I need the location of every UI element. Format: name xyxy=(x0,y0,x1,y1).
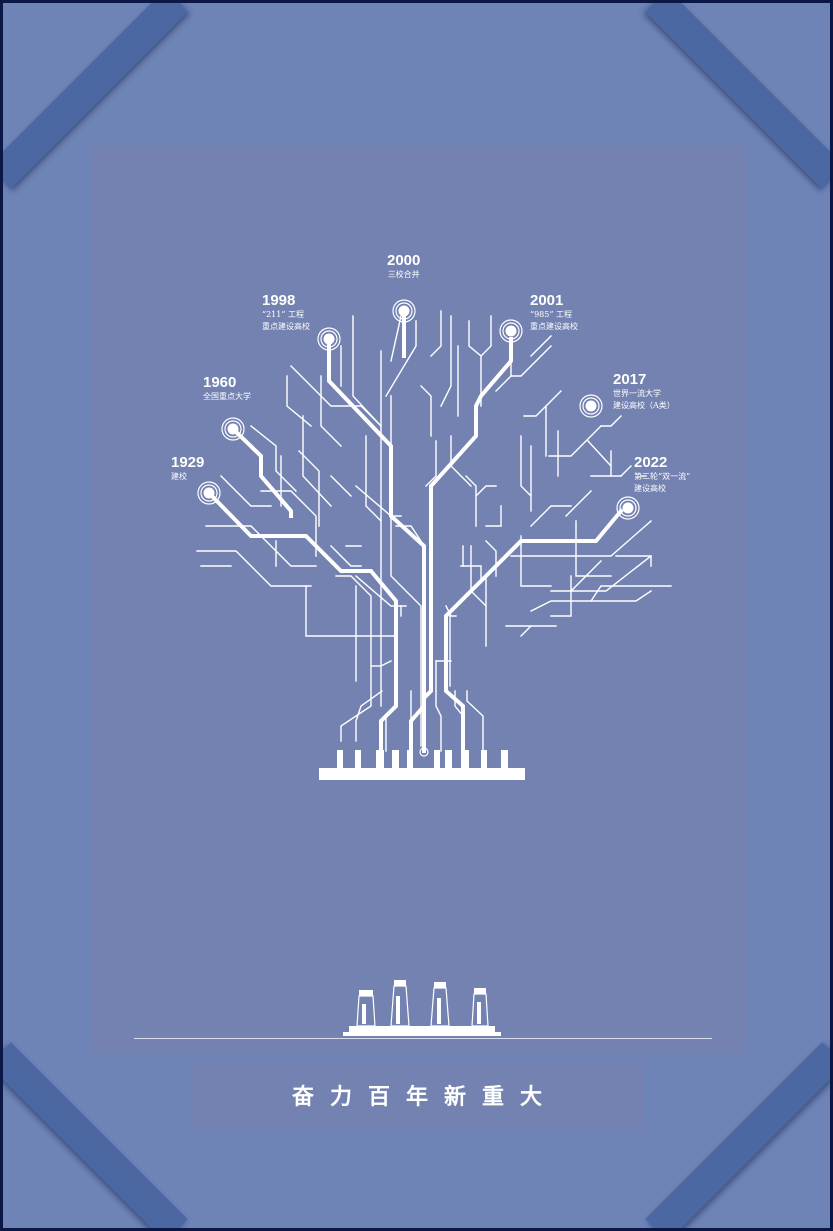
milestone-year: 2000 xyxy=(387,252,421,269)
corner-band-bottom-left xyxy=(3,1042,188,1228)
node-dots xyxy=(203,305,634,514)
thick-branches xyxy=(206,314,624,753)
milestone-1998: 1998 “211” 工程 重点建设高校 xyxy=(262,292,310,333)
milestone-desc: 建校 xyxy=(171,472,187,481)
milestone-desc: 第二轮“双一流” 建设高校 xyxy=(634,472,691,493)
milestone-2022: 2022 第二轮“双一流” 建设高校 xyxy=(634,454,690,495)
tree-base xyxy=(319,750,525,780)
ground-line xyxy=(134,1038,712,1039)
milestone-2000: 2000 三校合并 xyxy=(387,252,420,281)
milestone-2001: 2001 “985” 工程 重点建设高校 xyxy=(530,292,578,333)
milestone-year: 2017 xyxy=(613,371,647,388)
thin-branches xyxy=(196,310,672,752)
milestone-year: 1960 xyxy=(203,374,237,391)
milestone-1929: 1929 建校 xyxy=(171,454,204,483)
milestone-2017: 2017 世界一流大学 建设高校（A类） xyxy=(613,371,675,412)
milestone-desc: “985” 工程 重点建设高校 xyxy=(530,310,578,331)
milestone-year: 1929 xyxy=(171,454,205,471)
milestone-desc: 三校合并 xyxy=(387,270,420,279)
milestone-year: 1998 xyxy=(262,292,296,309)
milestone-1960: 1960 全国重点大学 xyxy=(203,374,251,403)
ring-node-icon xyxy=(197,299,640,757)
milestone-desc: 全国重点大学 xyxy=(203,392,251,401)
milestone-year: 2001 xyxy=(530,292,564,309)
milestone-year: 2022 xyxy=(634,454,668,471)
milestone-desc: “211” 工程 重点建设高校 xyxy=(262,310,310,331)
slogan-text: 奋力百年新重大 xyxy=(291,1085,558,1110)
circuit-tree-icon xyxy=(196,299,672,1036)
four-pillars-monument-icon xyxy=(343,980,501,1036)
poster-panel: 1929 建校 1960 全国重点大学 1998 “211” 工程 重点建设高校… xyxy=(91,146,747,1053)
corner-band-bottom-right xyxy=(645,1042,830,1228)
slogan-banner: 奋力百年新重大 xyxy=(191,1061,643,1129)
milestone-desc: 世界一流大学 建设高校（A类） xyxy=(613,389,675,410)
